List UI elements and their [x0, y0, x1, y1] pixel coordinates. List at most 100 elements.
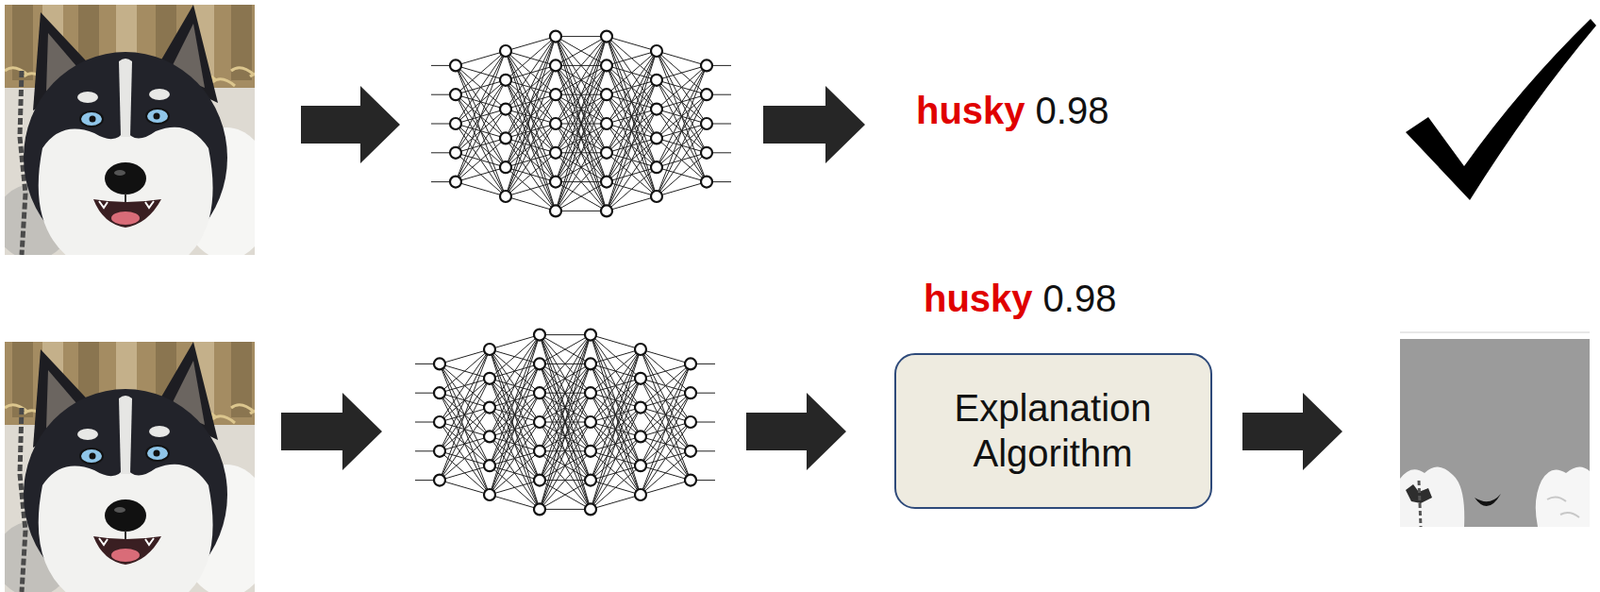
network-link — [505, 65, 556, 197]
network-link — [606, 166, 657, 211]
husky-photo — [4, 341, 255, 592]
network-link — [439, 349, 490, 451]
network-link — [455, 50, 506, 183]
network-link — [590, 349, 641, 481]
network-link — [455, 182, 506, 197]
network-link — [656, 50, 707, 124]
network-link — [439, 421, 490, 495]
network-neuron — [700, 117, 713, 130]
network-neuron — [650, 190, 663, 202]
network-neuron — [483, 401, 496, 414]
network-neuron — [634, 372, 647, 384]
network-neuron — [584, 386, 597, 399]
network-link — [439, 450, 490, 495]
network-link — [439, 435, 490, 480]
network-link — [539, 421, 591, 509]
network-link — [505, 137, 556, 211]
husky-photo — [4, 4, 255, 255]
network-neuron — [483, 488, 496, 500]
network-link — [489, 334, 540, 408]
network-link — [539, 334, 591, 451]
network-link — [656, 50, 707, 66]
network-link — [656, 94, 707, 197]
network-link — [539, 392, 591, 509]
network-link — [555, 36, 607, 183]
network-link — [505, 152, 556, 197]
network-link — [439, 465, 490, 480]
network-link — [555, 152, 607, 212]
network-link — [489, 450, 540, 495]
network-link — [505, 36, 556, 168]
network-link — [640, 392, 691, 495]
network-neuron — [550, 204, 562, 217]
network-neuron — [533, 329, 546, 341]
network-link — [640, 480, 691, 495]
network-link — [505, 50, 556, 211]
network-link — [439, 480, 490, 495]
network-link — [640, 349, 691, 481]
straw — [231, 67, 254, 75]
neural-network — [415, 329, 716, 516]
network-link — [656, 65, 707, 167]
network-link — [555, 36, 607, 153]
network-neuron — [550, 176, 562, 188]
network-link — [640, 450, 691, 495]
network-link — [539, 334, 591, 481]
network-link — [489, 378, 540, 510]
network-neuron — [483, 459, 496, 471]
network-link — [455, 109, 506, 183]
network-link — [590, 407, 641, 510]
snow-fragment — [1400, 466, 1465, 527]
network-link — [489, 349, 540, 509]
network-link — [439, 407, 490, 481]
network-link — [539, 334, 591, 422]
network-link — [455, 80, 506, 183]
forehead-stripe — [118, 58, 133, 137]
network-neuron — [600, 176, 613, 188]
process-box: Explanation Algorithm — [894, 352, 1213, 509]
network-neuron — [700, 147, 713, 159]
network-neuron — [550, 59, 562, 71]
network-link — [656, 65, 707, 80]
network-link — [539, 334, 591, 510]
network-link — [656, 123, 707, 197]
network-link — [505, 36, 556, 197]
network-link — [505, 36, 556, 139]
network-neuron — [450, 117, 462, 130]
network-link — [455, 50, 506, 153]
straw — [250, 73, 255, 81]
network-neuron — [600, 59, 613, 71]
network-link — [555, 152, 607, 212]
network-neuron — [500, 103, 512, 116]
network-link — [539, 392, 591, 509]
network-neuron — [483, 430, 496, 442]
network-link — [555, 210, 607, 212]
neural-network — [431, 31, 732, 217]
snow-shadow — [1547, 496, 1580, 517]
network-link — [489, 363, 540, 495]
teeth — [99, 537, 154, 545]
network-link — [455, 65, 506, 197]
network-link — [555, 182, 607, 212]
network-link — [505, 36, 556, 51]
network-neuron — [650, 161, 663, 173]
network-neuron — [450, 59, 462, 71]
block-arrow — [1242, 392, 1343, 470]
network-neuron — [650, 45, 663, 57]
network-neuron — [650, 74, 663, 86]
network-link — [555, 36, 607, 124]
straw — [231, 404, 254, 412]
network-link — [539, 480, 591, 510]
network-link — [606, 196, 657, 211]
straw — [212, 79, 235, 86]
network-link — [590, 334, 641, 467]
network-link — [539, 334, 591, 394]
network-link — [606, 80, 657, 212]
network-link — [590, 334, 641, 350]
check-mark — [1405, 18, 1597, 200]
eye — [146, 108, 169, 124]
network-neuron — [584, 502, 597, 515]
network-link — [606, 137, 657, 211]
network-link — [539, 421, 591, 509]
network-neuron — [684, 386, 697, 399]
